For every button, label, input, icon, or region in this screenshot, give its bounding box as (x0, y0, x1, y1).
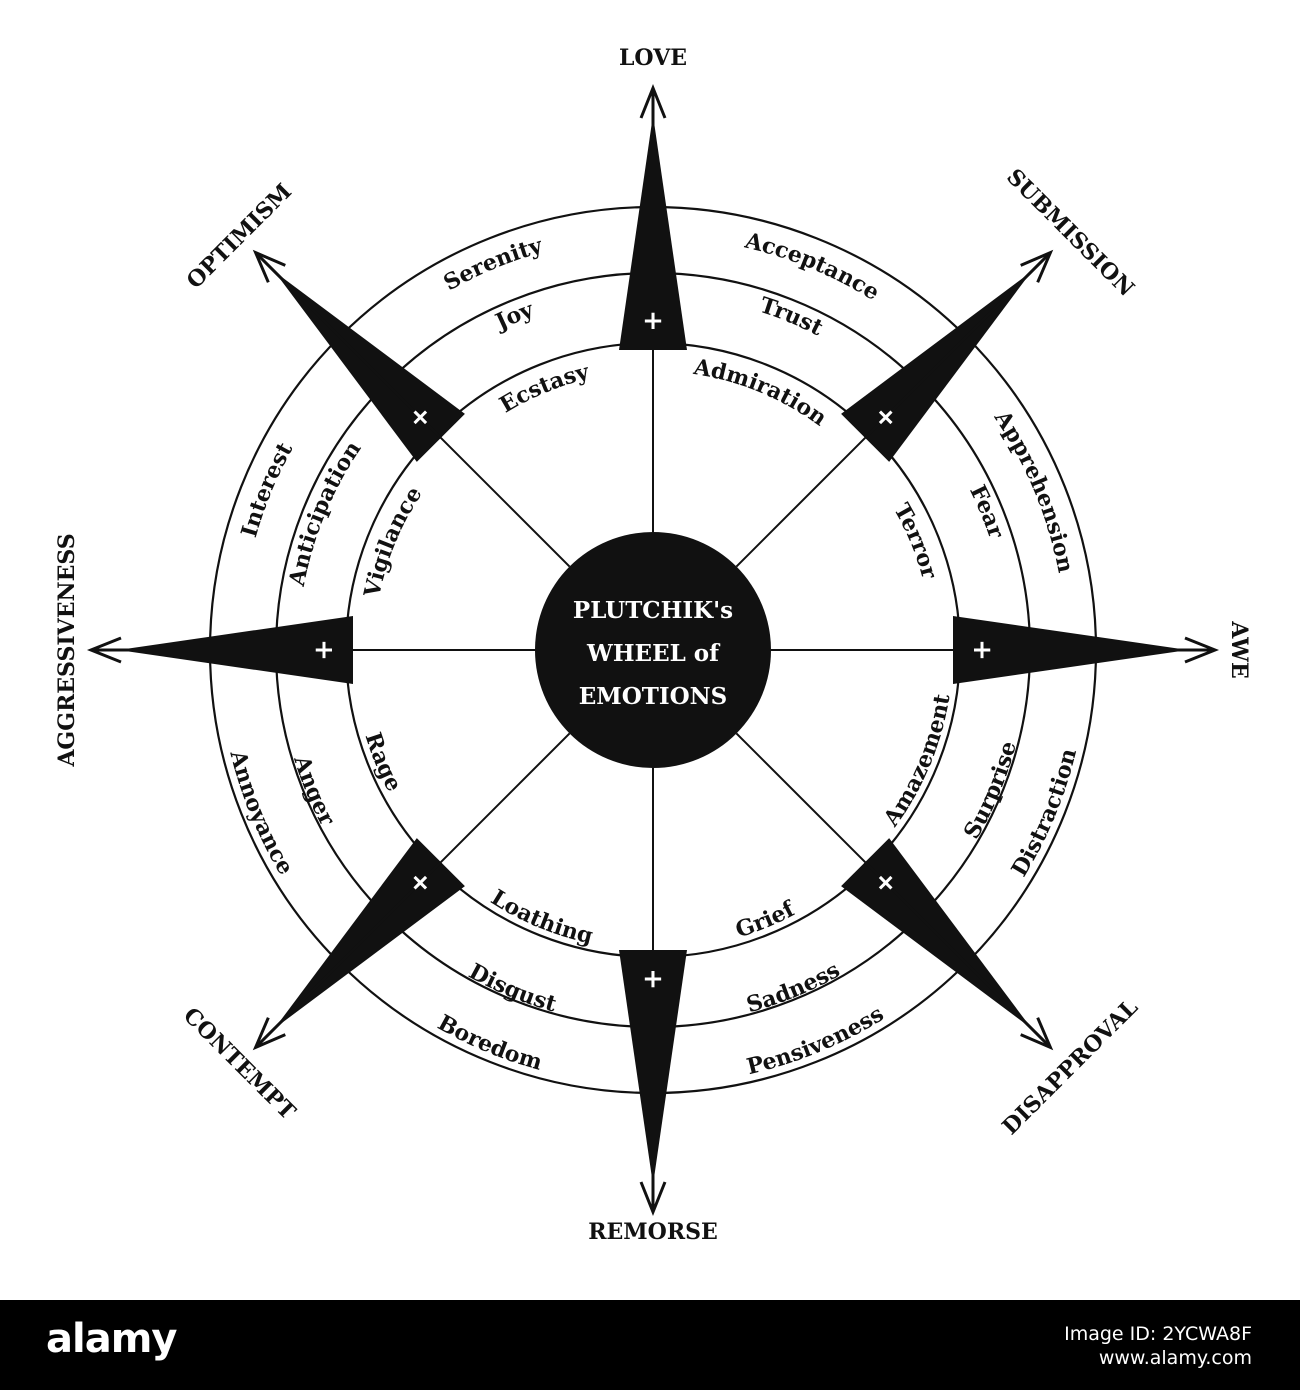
emotion-label-basic: Disgust (463, 957, 562, 1020)
arrow-head (1020, 1017, 1054, 1051)
center-title-line-1: PLUTCHIK's (573, 597, 733, 624)
center-title-line-3: EMOTIONS (579, 683, 728, 710)
sector-divider (435, 432, 571, 568)
stock-image-id: Image ID: 2YCWA8F www.alamy.com (1064, 1322, 1252, 1370)
emotion-label-basic: Anger (286, 750, 341, 831)
arrow-head (639, 1181, 667, 1217)
arrow-shaft (255, 252, 442, 439)
image-id-line: Image ID: 2YCWA8F (1064, 1323, 1252, 1345)
direction-arrow-aggressiveness: + (86, 616, 353, 684)
direction-arrow-optimism: + (252, 249, 465, 462)
direction-arrow-love: + (619, 83, 687, 350)
emotion-label-mild: Annoyance (219, 744, 300, 882)
arrow-shaft (864, 252, 1051, 439)
direction-label-awe: AWE (1226, 620, 1252, 678)
direction-arrow-remorse: + (619, 950, 687, 1217)
direction-arrow-submission: + (841, 249, 1054, 462)
emotion-label-mild: Serenity (438, 229, 549, 297)
arrow-head (252, 249, 286, 283)
plus-sign: + (642, 964, 664, 994)
stock-footer-bar: alamy Image ID: 2YCWA8F www.alamy.com (0, 1300, 1300, 1390)
direction-arrow-awe: + (953, 616, 1220, 684)
emotion-label-intense: Ecstasy (494, 355, 596, 420)
emotion-label-intense: Amazement (876, 686, 964, 835)
arrow-shaft (255, 861, 442, 1048)
emotion-label-intense: Admiration (686, 345, 835, 433)
direction-arrows: + + + + + + + + (86, 83, 1220, 1217)
center-title-line-2: WHEEL of (586, 640, 721, 667)
center-disc (535, 532, 771, 768)
plus-sign: + (967, 639, 997, 661)
arrow-shaft (864, 861, 1051, 1048)
arrow-head (639, 83, 667, 119)
direction-arrow-disapproval: + (841, 838, 1054, 1051)
emotion-label-intense: Terror (887, 498, 945, 585)
image-url-line: www.alamy.com (1098, 1347, 1252, 1369)
emotion-label-intense: Loathing (484, 883, 599, 954)
emotion-label-mild: Distraction (1005, 742, 1087, 883)
direction-label-love: LOVE (619, 45, 687, 71)
emotion-label-basic: Joy (490, 296, 539, 337)
emotion-label-mild: Interest (233, 436, 299, 543)
emotion-label-intense: Rage (358, 727, 408, 796)
emotion-label-basic: Sadness (741, 956, 846, 1022)
sector-dividers (346, 343, 960, 957)
arrow-head (86, 636, 122, 664)
emotion-label-basic: Surprise (957, 736, 1025, 845)
direction-label-aggressiveness: AGGRESSIVENESS (54, 533, 80, 767)
arrow-head (1020, 249, 1054, 283)
plus-sign: + (642, 306, 664, 336)
emotion-label-intense: Grief (730, 895, 800, 945)
sector-divider (435, 732, 571, 868)
sector-divider (735, 432, 871, 568)
emotion-label-mild: Acceptance (738, 222, 886, 308)
sector-divider (735, 732, 871, 868)
arrow-head (1184, 636, 1220, 664)
direction-arrow-contempt: + (252, 838, 465, 1051)
plus-sign: + (309, 639, 339, 661)
stock-logo: alamy (46, 1316, 177, 1362)
direction-label-remorse: REMORSE (588, 1219, 718, 1245)
arrow-head (252, 1017, 286, 1051)
